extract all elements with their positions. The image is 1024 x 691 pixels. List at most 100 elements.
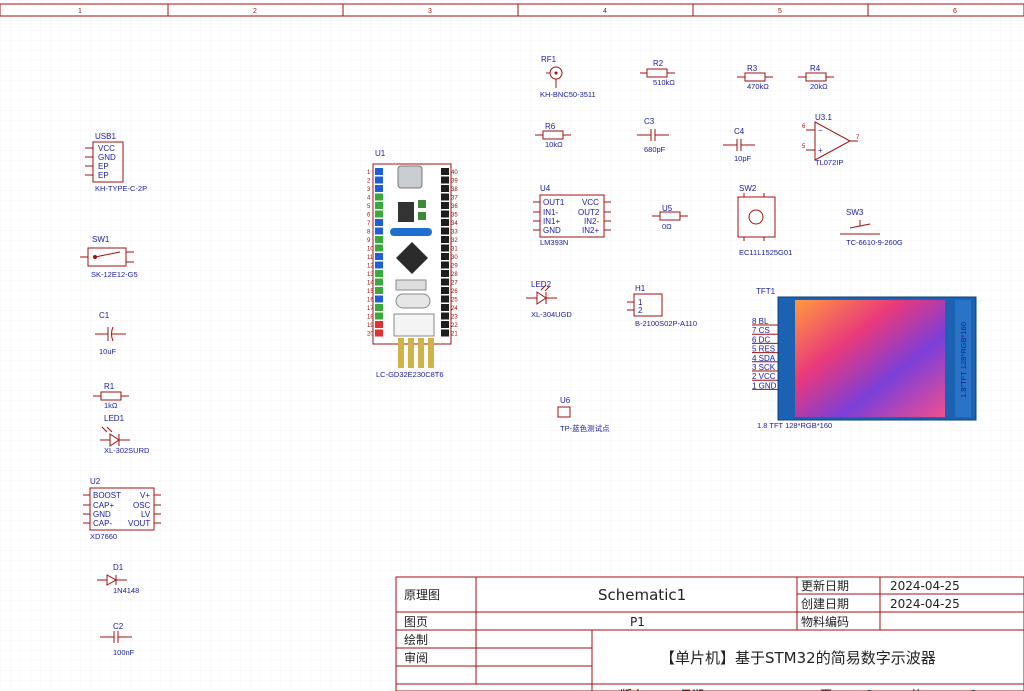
u1-pin-pad (441, 329, 449, 337)
pin-number: 6 (802, 124, 806, 130)
tft-pin-label: 5 RES (752, 345, 775, 354)
ref-designator: C2 (113, 622, 124, 631)
component-usb1[interactable]: USB1 VCC GND EP EP KH-TYPE-C-2P (85, 132, 147, 193)
component-r2[interactable]: R2 510kΩ (640, 59, 675, 87)
schematic-name: Schematic1 (598, 586, 686, 604)
u1-pin-pad (441, 219, 449, 226)
u1-pin-pad (375, 261, 383, 269)
component-sw2[interactable]: SW2 EC11L1525G01 (737, 184, 792, 257)
u1-pin-number: 29 (451, 264, 458, 270)
u1-pin-number: 36 (451, 204, 458, 210)
ref-designator: SW2 (739, 184, 757, 193)
pin-number: 7 (856, 135, 860, 141)
u1-pin-pad (375, 312, 383, 320)
value-label: SK-12E12-G5 (91, 270, 138, 279)
u1-pin-pad (375, 227, 383, 235)
u1-pin-number: 30 (451, 255, 458, 261)
component-r6[interactable]: R6 10kΩ (535, 122, 571, 149)
u1-pin-pad (441, 202, 449, 209)
value-label: EC11L1525G01 (739, 248, 792, 257)
u1-pin-number: 1 (367, 170, 371, 176)
u1-pin-number: 5 (367, 204, 371, 210)
value-label: KH-BNC50-3511 (540, 90, 596, 99)
ref-designator: C3 (644, 117, 655, 126)
ref-designator: USB1 (95, 132, 116, 141)
ref-designator: LED2 (531, 280, 552, 289)
component-u3-1[interactable]: U3.1 − + 6 5 7 TL072IP (802, 113, 860, 167)
component-rf1[interactable]: RF1 KH-BNC50-3511 (540, 55, 596, 99)
u1-pin-number: 39 (451, 179, 458, 185)
ruler-label: 6 (953, 8, 957, 15)
ref-designator: U2 (90, 477, 101, 486)
title-label-part: 物料编码 (801, 614, 849, 629)
u1-pin-pad (375, 270, 383, 277)
title-label-date: 日期 (680, 688, 704, 691)
component-c2[interactable]: C2 100nF (100, 622, 135, 657)
value-label: TC-6610-9-260G (846, 238, 903, 247)
tft-pin-label: 8 BL (752, 317, 769, 326)
component-u5[interactable]: U5 0Ω (652, 204, 688, 231)
ref-designator: SW3 (846, 208, 864, 217)
component-c1[interactable]: C1 10uF (95, 311, 126, 356)
updated-date: 2024-04-25 (890, 579, 960, 593)
component-u6[interactable]: U6 TP-蓝色测试点 (557, 396, 610, 433)
component-sw1[interactable]: SW1 SK-12E12-G5 (80, 235, 138, 279)
ref-designator: C1 (99, 311, 110, 320)
u1-pin-pad (441, 321, 449, 328)
u1-pin-pad (375, 202, 383, 209)
u1-pin-pad (375, 295, 383, 303)
u1-pin-number: 13 (367, 272, 374, 278)
pin-label: EP (98, 171, 109, 180)
pin-label: GND (543, 226, 561, 235)
component-h1[interactable]: H1 1 2 B-2100S02P-A110 (627, 284, 697, 328)
title-label-drawn: 绘制 (404, 632, 428, 647)
u1-pin-pad (375, 304, 383, 311)
ref-designator: U4 (540, 184, 551, 193)
u1-pin-pad (375, 210, 383, 218)
u1-pin-number: 2 (367, 179, 371, 185)
u1-pin-number: 11 (367, 255, 374, 261)
pin-label: V+ (140, 491, 150, 500)
component-r3[interactable]: R3 470kΩ (737, 64, 773, 91)
ruler-label: 3 (428, 8, 432, 15)
component-d1[interactable]: D1 1N4148 (97, 563, 139, 595)
component-r1[interactable]: R1 1kΩ (93, 382, 129, 410)
tft-pin-label: 6 DC (752, 335, 770, 344)
component-led1[interactable]: LED1 XL-302SURD (100, 414, 150, 455)
pin-label: IN2- (584, 217, 599, 226)
component-sw3[interactable]: SW3 TC-6610-9-260G (840, 208, 903, 247)
value-label: 680pF (644, 145, 666, 154)
pin-label: CAP+ (93, 501, 114, 510)
title-label-schematic: 原理图 (404, 588, 440, 602)
u1-pin-pad (375, 244, 383, 252)
component-c4[interactable]: C4 10pF (723, 127, 755, 163)
ref-designator: LED1 (104, 414, 125, 423)
ref-designator: R2 (653, 59, 664, 68)
u1-pin-number: 21 (451, 332, 458, 338)
ref-designator: C4 (734, 127, 745, 136)
u1-pin-number: 28 (451, 272, 458, 278)
title-label-sheet: 页 (820, 688, 832, 691)
pin-label: IN2+ (582, 226, 599, 235)
u1-pin-number: 38 (451, 187, 458, 193)
u1-pin-number: 22 (451, 323, 458, 329)
u1-pin-number: 9 (367, 238, 371, 244)
value-label: XD7660 (90, 532, 117, 541)
title-label-updated: 更新日期 (801, 578, 849, 593)
component-r4[interactable]: R4 20kΩ (798, 64, 834, 91)
component-led2[interactable]: LED2 XL-304UGD (526, 280, 572, 319)
component-u2[interactable]: U2 BOOST CAP+ GND CAP- V+ OSC LV VOUT XD… (83, 477, 161, 541)
u1-pin-pad (375, 176, 383, 184)
component-u4[interactable]: U4 OUT1 IN1- IN1+ GND VCC OUT2 IN2- IN2+… (533, 184, 611, 247)
u1-pin-number: 12 (367, 264, 374, 270)
u1-pin-number: 19 (367, 323, 374, 329)
u1-pin-pad (441, 278, 449, 286)
pin-label: − (818, 126, 823, 135)
title-label-created: 创建日期 (801, 597, 849, 611)
component-c3[interactable]: C3 680pF (637, 117, 669, 154)
pin-number: 5 (802, 144, 806, 150)
